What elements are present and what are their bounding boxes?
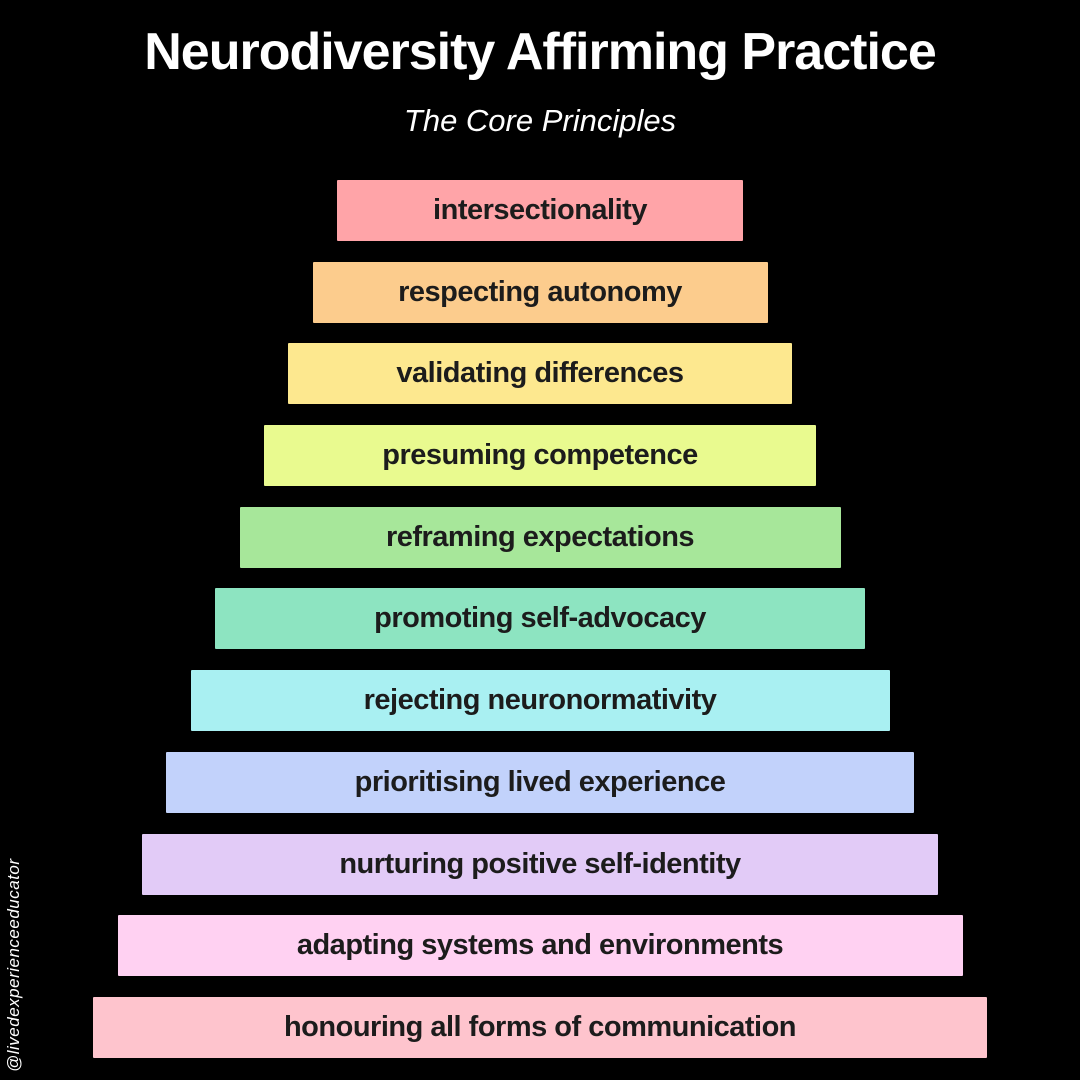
bar-label: intersectionality xyxy=(433,194,647,226)
bar-label: promoting self-advocacy xyxy=(374,602,706,635)
watermark-handle: @livedexperienceeducator xyxy=(4,858,23,1072)
pyramid-bar: presuming competence xyxy=(264,425,816,487)
header: Neurodiversity Affirming Practice The Co… xyxy=(0,0,1080,139)
bar-label: validating differences xyxy=(396,357,684,390)
bar-label: presuming competence xyxy=(382,439,698,472)
pyramid-bar: validating differences xyxy=(288,343,792,405)
bar-label: reframing expectations xyxy=(385,520,695,553)
pyramid-bar: reframing expectations xyxy=(239,506,841,568)
pyramid-bar: respecting autonomy xyxy=(312,261,768,323)
pyramid-bar: promoting self-advocacy xyxy=(215,588,865,650)
bar-label: respecting autonomy xyxy=(398,275,682,308)
pyramid-bar: prioritising lived experience xyxy=(166,751,914,813)
pyramid-diagram: intersectionality respecting autonomy vali… xyxy=(0,180,1080,1079)
pyramid-bar: intersectionality xyxy=(337,180,743,241)
bar-label: prioritising lived experience xyxy=(354,765,726,798)
bar-label: nurturing positive self-identity xyxy=(339,847,741,880)
pyramid-bar: adapting systems and environments xyxy=(117,915,963,977)
page-title: Neurodiversity Affirming Practice xyxy=(144,23,937,81)
page-subtitle: The Core Principles xyxy=(403,103,677,139)
pyramid-bar: honouring all forms of communication xyxy=(93,996,987,1058)
bar-label: rejecting neuronormativity xyxy=(363,684,717,717)
bar-label: honouring all forms of communication xyxy=(283,1010,797,1043)
pyramid-bar: rejecting neuronormativity xyxy=(190,670,890,732)
bar-label: adapting systems and environments xyxy=(296,929,784,962)
pyramid-bar: nurturing positive self-identity xyxy=(142,833,938,895)
